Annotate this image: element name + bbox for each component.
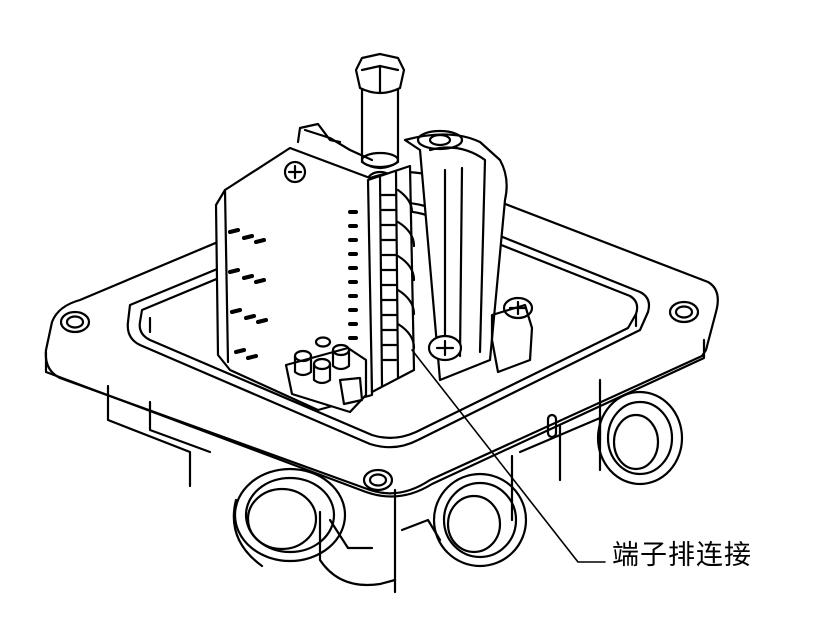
conduit-entry-middle	[434, 474, 526, 566]
mounting-screws	[429, 298, 532, 372]
conduit-entry-left	[234, 469, 345, 566]
circuit-board	[216, 124, 372, 410]
flange-mount-holes	[61, 172, 698, 490]
actuator-shaft	[356, 54, 404, 168]
conduit-entry-right	[598, 392, 682, 484]
terminal-strip	[368, 166, 414, 392]
callout-leader	[412, 350, 605, 562]
wire-connector-block	[286, 338, 366, 413]
callout-label-terminal-connection: 端子排连接	[612, 540, 752, 571]
support-column	[405, 131, 507, 380]
board-component-pads	[230, 212, 356, 358]
